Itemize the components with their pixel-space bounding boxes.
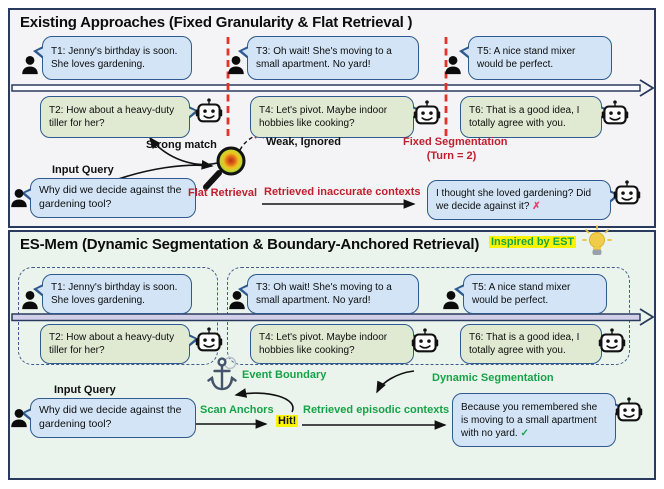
hit-badge: Hit!	[276, 415, 299, 427]
person-icon	[440, 288, 462, 312]
turn-bubble-t1: T1: Jenny's birthday is soon. She loves …	[33, 274, 192, 314]
retrieved-episodic-label: Retrieved episodic contexts	[303, 404, 450, 416]
person-icon	[8, 406, 30, 430]
turn-bubble-t6: T6: That is a good idea, I totally agree…	[460, 96, 611, 138]
strong-match-label: Strong match	[146, 139, 217, 151]
turn-bubble-t1: T1: Jenny's birthday is soon. She loves …	[33, 36, 192, 80]
turn-bubble-t4: T4: Let's pivot. Maybe indoor hobbies li…	[250, 96, 423, 138]
weak-ignored-label: Weak, Ignored	[266, 136, 341, 148]
robot-icon	[600, 98, 630, 130]
scan-anchors-label: Scan Anchors	[200, 404, 274, 416]
turn-bubble-t6: T6: That is a good idea, I totally agree…	[460, 324, 611, 364]
event-boundary-label: Event Boundary	[242, 369, 327, 381]
input-query-bubble: Why did we decide against the gardening …	[21, 398, 196, 438]
robot-icon	[597, 326, 627, 358]
input-query-bubble: Why did we decide against the gardening …	[21, 178, 196, 218]
person-icon	[226, 288, 248, 312]
input-query-label: Input Query	[52, 164, 114, 176]
robot-icon	[612, 178, 642, 210]
retrieved-inaccurate-label: Retrieved inaccurate contexts	[264, 186, 421, 198]
dynamic-segmentation-label: Dynamic Segmentation	[432, 372, 554, 384]
turn-setting-label: (Turn = 2)	[426, 150, 477, 162]
robot-icon	[194, 96, 224, 128]
existing-approaches-title: Existing Approaches (Fixed Granularity &…	[20, 14, 413, 31]
input-query-label: Input Query	[54, 384, 116, 396]
turn-bubble-t3: T3: Oh wait! She's moving to a small apa…	[238, 36, 419, 80]
turn-bubble-t2: T2: How about a heavy-duty tiller for he…	[40, 324, 199, 364]
person-icon	[19, 53, 41, 77]
robot-icon	[410, 326, 440, 358]
turn-bubble-t3: T3: Oh wait! She's moving to a small apa…	[238, 274, 419, 314]
fixed-segmentation-label: Fixed Segmentation	[403, 136, 508, 148]
robot-icon	[614, 395, 644, 427]
error-x-icon: ✗	[532, 201, 541, 212]
turn-bubble-t5: T5: A nice stand mixer would be perfect.	[454, 274, 607, 314]
turn-bubble-t4: T4: Let's pivot. Maybe indoor hobbies li…	[250, 324, 423, 364]
es-mem-title: ES-Mem (Dynamic Segmentation & Boundary-…	[20, 236, 480, 253]
inaccurate-response-bubble: I thought she loved gardening? Did we de…	[427, 180, 620, 220]
robot-icon	[412, 98, 442, 130]
person-icon	[225, 53, 247, 77]
person-icon	[442, 53, 464, 77]
person-icon	[8, 186, 30, 210]
success-check-icon: ✓	[520, 427, 529, 439]
turn-bubble-t5: T5: A nice stand mixer would be perfect.	[459, 36, 612, 80]
robot-icon	[194, 325, 224, 357]
inspired-by-est-badge: Inspired by EST	[489, 236, 577, 248]
turn-bubble-t2: T2: How about a heavy-duty tiller for he…	[40, 96, 199, 138]
person-icon	[19, 288, 41, 312]
episodic-response-bubble: Because you remembered she is moving to …	[452, 393, 625, 447]
flat-retrieval-label: Flat Retrieval	[188, 187, 258, 199]
